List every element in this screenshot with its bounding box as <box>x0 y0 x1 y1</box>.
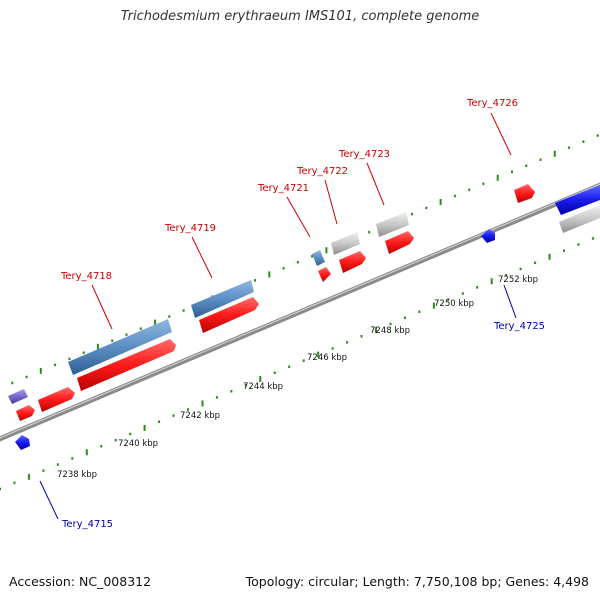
gene-cds-red <box>318 267 331 282</box>
tick-label-7240: 7240 kbp <box>118 439 158 449</box>
leader-line <box>91 284 113 330</box>
gene-label-tery-4725: Tery_4725 <box>493 321 545 332</box>
map-title: Trichodesmium erythraeum IMS101, complet… <box>120 9 480 24</box>
gene-cds-red <box>16 405 35 421</box>
gene-cds-red <box>514 184 535 203</box>
gene-labels: Tery_4715 Tery_4718 Tery_4719 Tery_4721 … <box>60 98 545 530</box>
gene-label-tery-4715: Tery_4715 <box>61 519 113 530</box>
label-leaders <box>39 112 517 520</box>
tick-label-7250: 7250 kbp <box>434 299 474 309</box>
gene-cds-red <box>77 339 176 391</box>
tick-label-7238: 7238 kbp <box>57 470 97 480</box>
leader-line <box>490 112 512 156</box>
leader-line <box>366 162 385 206</box>
gene-label-tery-4726: Tery_4726 <box>466 98 518 109</box>
gene-label-tery-4719: Tery_4719 <box>164 223 216 234</box>
gene-label-tery-4721: Tery_4721 <box>257 183 309 194</box>
gene-cds-red <box>199 297 259 333</box>
tick-label-7248: 7248 kbp <box>370 326 410 336</box>
leader-line <box>503 284 517 319</box>
lower-tick-row <box>0 237 594 491</box>
gene-rna-gray <box>559 205 600 233</box>
gene-label-tery-4722: Tery_4722 <box>296 166 348 177</box>
gene-cds-blue <box>15 435 30 450</box>
genome-backbone <box>0 182 600 442</box>
gene-cds-blue <box>555 185 600 215</box>
gene-cds-red <box>385 231 414 254</box>
gene-cds-steel <box>312 250 325 266</box>
tick-label-7242: 7242 kbp <box>180 411 220 421</box>
gene-cds-steel <box>68 319 172 375</box>
gene-cds-purple <box>8 389 28 404</box>
gene-label-tery-4718: Tery_4718 <box>60 271 112 282</box>
tick-label-7252: 7252 kbp <box>498 275 538 285</box>
leader-line <box>191 236 213 279</box>
gene-features <box>8 184 600 450</box>
tick-label-7244: 7244 kbp <box>243 382 283 392</box>
leader-line <box>324 179 338 225</box>
gene-label-tery-4723: Tery_4723 <box>338 149 390 160</box>
genome-stats-text: Topology: circular; Length: 7,750,108 bp… <box>245 574 589 589</box>
leader-line <box>39 480 59 520</box>
gene-rna-gray <box>331 232 360 255</box>
gene-cds-red <box>339 251 366 273</box>
tick-label-7246: 7246 kbp <box>307 353 347 363</box>
gene-cds-steel <box>191 280 254 318</box>
gene-cds-red <box>38 387 75 412</box>
gene-rna-gray <box>376 212 409 237</box>
accession-text: Accession: NC_008312 <box>9 574 152 589</box>
leader-line <box>286 196 311 238</box>
scale-labels: 7238 kbp 7240 kbp 7242 kbp 7244 kbp 7246… <box>57 275 538 480</box>
gene-cds-blue <box>481 229 495 243</box>
